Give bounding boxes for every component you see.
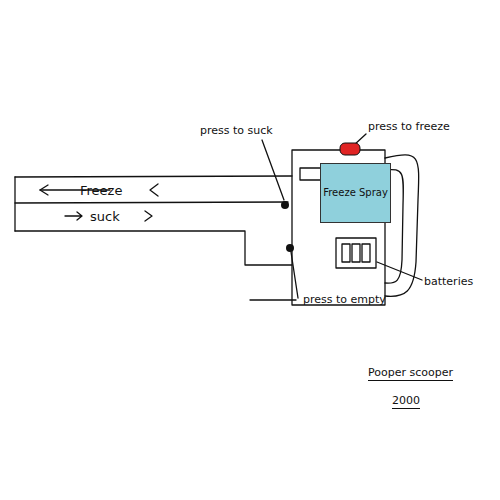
node-text: suck [90,209,120,224]
freeze-arrow-left-head [40,185,48,195]
tube-bottom-line [15,231,292,265]
spray-canister: Freeze Spray [320,163,391,223]
date-text: 2000 [392,394,420,409]
freeze-button [340,143,360,155]
spray-nozzle [300,168,320,180]
callout-text: press to freeze [368,120,450,133]
suck-arrow-head [145,211,152,221]
empty-button [286,244,294,252]
tube-band: suck [88,205,138,227]
battery-leader [377,262,422,280]
caption-text: Pooper scooper [368,366,453,381]
tube-middle-line [15,202,288,203]
callout-text: batteries [424,275,473,288]
freeze-arrow-small-head [150,184,158,196]
node-text: Freeze [80,183,122,198]
suck-arrow-left [65,212,82,220]
empty-underline [250,299,296,300]
callout-text: press to empty [303,293,386,306]
battery-box [336,238,376,268]
empty-leader [291,252,298,298]
suck-leader [262,140,284,200]
tube-top-line [15,176,292,177]
suck-button [281,201,289,209]
tube-band: Freeze [78,180,138,201]
tube-mouth [14,177,15,231]
callout-text: press to suck [200,124,273,137]
node-text: Freeze Spray [323,187,388,199]
battery-slots [342,244,370,262]
